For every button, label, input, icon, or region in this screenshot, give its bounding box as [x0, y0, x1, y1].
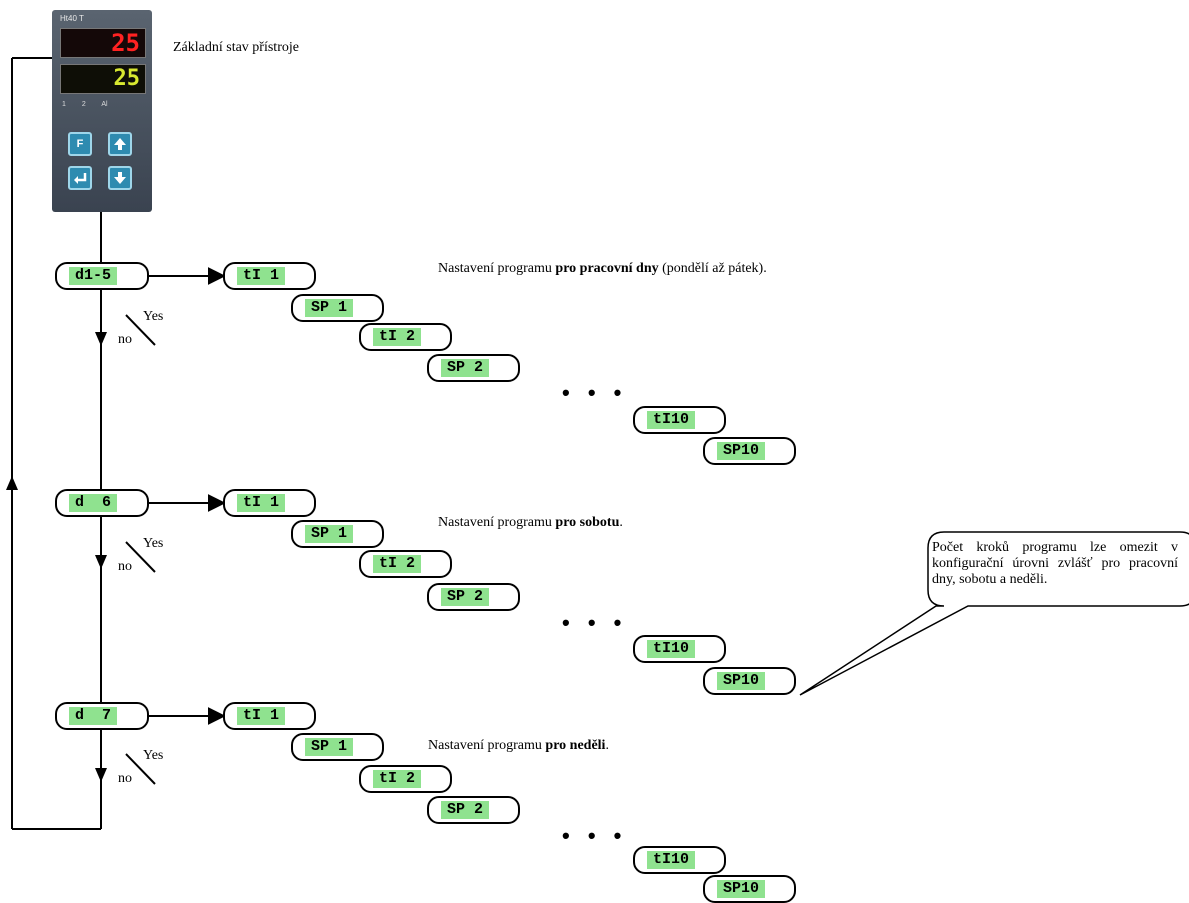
indicator-row: 1 2 Al	[62, 101, 108, 108]
desc-suffix: (pondělí až pátek).	[658, 261, 767, 276]
ellipsis: • • •	[562, 823, 628, 848]
enter-icon	[68, 166, 92, 190]
step-label: SP10	[717, 672, 766, 690]
yes-label: Yes	[143, 748, 164, 763]
step-label: SP 1	[305, 525, 354, 543]
desc-bold: pro sobotu	[555, 515, 620, 530]
step-label: SP 1	[305, 299, 354, 317]
up-arrow-icon	[108, 132, 132, 156]
down-arrow-icon	[108, 166, 132, 190]
step-label: tI 1	[237, 707, 286, 725]
step-label: tI10	[647, 851, 696, 869]
step-box: SP 2	[427, 354, 520, 382]
step-label: SP 2	[441, 801, 490, 819]
step-box: tI10	[633, 406, 726, 434]
device-button-f: F	[68, 132, 92, 156]
ellipsis: • • •	[562, 380, 628, 405]
day-code: d 6	[69, 494, 118, 512]
day-code-box: d1-5	[55, 262, 149, 290]
callout-text: Počet kroků programu lze omezit v konfig…	[932, 540, 1178, 587]
device-panel: Ht40 T 25 25 1 2 Al F	[52, 10, 152, 212]
step-label: tI 2	[373, 770, 422, 788]
day-code: d1-5	[69, 267, 118, 285]
step-box: tI 1	[223, 262, 316, 290]
arrow-heads	[6, 332, 107, 782]
desc-suffix: .	[619, 515, 623, 530]
ellipsis: • • •	[562, 610, 628, 635]
step-box: tI 1	[223, 489, 316, 517]
step-label: tI 1	[237, 494, 286, 512]
step-box: tI10	[633, 846, 726, 874]
no-label: no	[118, 332, 132, 347]
indicator-al: Al	[101, 101, 108, 108]
device-caption: Základní stav přístroje	[173, 40, 299, 55]
no-label: no	[118, 559, 132, 574]
step-label: SP 2	[441, 359, 490, 377]
f-button-label: F	[76, 138, 84, 150]
step-label: tI10	[647, 640, 696, 658]
desc-prefix: Nastavení programu	[428, 738, 546, 753]
step-box: SP 1	[291, 520, 384, 548]
desc-bold: pro pracovní dny	[555, 261, 659, 276]
step-label: tI 1	[237, 267, 286, 285]
step-box: SP 1	[291, 294, 384, 322]
step-box: SP10	[703, 667, 796, 695]
desc-prefix: Nastavení programu	[438, 515, 556, 530]
step-label: tI 2	[373, 328, 422, 346]
display-top: 25	[60, 28, 146, 58]
desc-suffix: .	[605, 738, 609, 753]
callout-bubble	[799, 531, 1189, 696]
display-bottom: 25	[60, 64, 146, 94]
step-box: tI 2	[359, 765, 452, 793]
day-code-box: d 6	[55, 489, 149, 517]
branch-slashes	[125, 314, 156, 785]
day-code-box: d 7	[55, 702, 149, 730]
main-loop-lines	[11, 57, 102, 830]
step-label: tI 2	[373, 555, 422, 573]
step-box: SP 2	[427, 583, 520, 611]
horizontal-arrows	[149, 267, 226, 725]
step-box: tI10	[633, 635, 726, 663]
desc-prefix: Nastavení programu	[438, 261, 556, 276]
step-box: SP10	[703, 875, 796, 903]
indicator-1: 1	[62, 101, 66, 108]
step-label: SP 2	[441, 588, 490, 606]
day-code: d 7	[69, 707, 118, 725]
yes-label: Yes	[143, 536, 164, 551]
indicator-2: 2	[81, 101, 86, 108]
step-label: tI10	[647, 411, 696, 429]
group-description: Nastavení programu pro sobotu.	[438, 515, 623, 531]
step-box: SP 2	[427, 796, 520, 824]
step-label: SP 1	[305, 738, 354, 756]
step-box: SP 1	[291, 733, 384, 761]
display-bottom-value: 25	[113, 66, 141, 91]
step-box: SP10	[703, 437, 796, 465]
step-label: SP10	[717, 880, 766, 898]
step-box: tI 1	[223, 702, 316, 730]
yes-label: Yes	[143, 309, 164, 324]
group-description: Nastavení programu pro neděli.	[428, 738, 609, 754]
no-label: no	[118, 771, 132, 786]
desc-bold: pro neděli	[545, 738, 606, 753]
step-box: tI 2	[359, 323, 452, 351]
step-label: SP10	[717, 442, 766, 460]
device-model-label: Ht40 T	[60, 14, 84, 23]
display-top-value: 25	[111, 29, 140, 57]
step-box: tI 2	[359, 550, 452, 578]
group-description: Nastavení programu pro pracovní dny (pon…	[438, 261, 767, 277]
